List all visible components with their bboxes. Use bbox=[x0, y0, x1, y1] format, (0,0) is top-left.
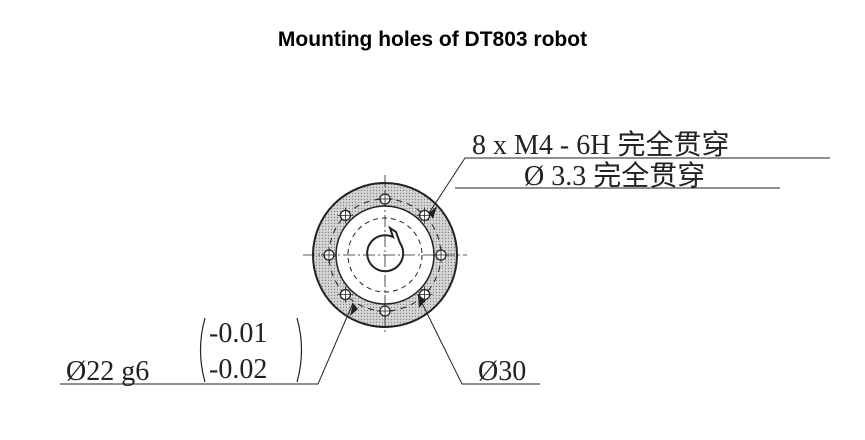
flange-part bbox=[303, 175, 467, 335]
drill-callout-text: Ø 3.3 完全贯穿 bbox=[524, 160, 705, 192]
mounting-hole bbox=[416, 207, 433, 224]
tolerance-bracket-left bbox=[199, 317, 206, 383]
leader-lines bbox=[60, 157, 830, 385]
tolerance-lower-text: -0.02 bbox=[209, 354, 267, 385]
leader-shaft-diameter bbox=[60, 302, 354, 385]
tolerance-upper-text: -0.01 bbox=[209, 318, 267, 349]
tolerance-bracket-right bbox=[296, 317, 303, 383]
mounting-hole bbox=[433, 247, 449, 263]
mounting-hole bbox=[321, 247, 337, 263]
arrowhead-thread bbox=[429, 206, 437, 219]
mounting-hole bbox=[337, 207, 354, 224]
arrowhead-shaft bbox=[350, 303, 358, 316]
mounting-hole bbox=[337, 286, 354, 303]
drawing-title: Mounting holes of DT803 robot bbox=[277, 28, 588, 51]
keyed-shaft-hole bbox=[366, 225, 405, 273]
thread-callout-text: 8 x M4 - 6H 完全贯穿 bbox=[472, 129, 729, 161]
shaft-diameter-text: Ø22 g6 bbox=[66, 356, 149, 387]
leader-flange-diameter bbox=[417, 294, 540, 385]
mounting-hole bbox=[377, 191, 393, 207]
flange-diameter-text: Ø30 bbox=[478, 356, 526, 387]
leader-thread-callout bbox=[428, 157, 830, 214]
mounting-holes bbox=[321, 191, 449, 319]
arrowhead-flange bbox=[418, 295, 426, 308]
mounting-hole bbox=[377, 303, 393, 319]
